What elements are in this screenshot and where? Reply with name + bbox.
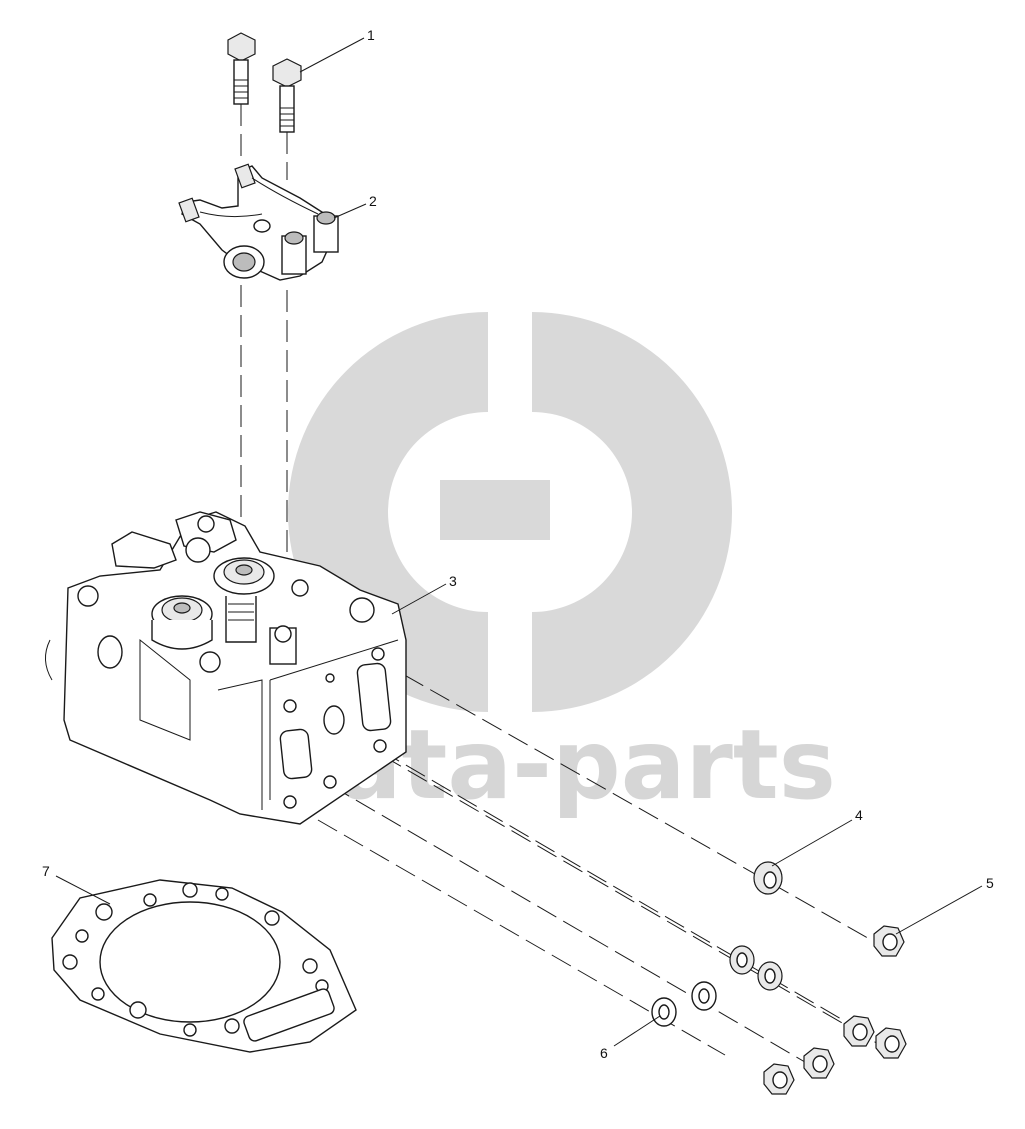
assembly-centerlines <box>240 104 881 1066</box>
bolt-left <box>227 32 256 105</box>
washer-b <box>757 961 783 991</box>
nut-upper <box>873 925 905 957</box>
part-1-bolts <box>227 32 302 133</box>
part-7-head-gasket <box>51 879 357 1053</box>
nut-mid-left <box>843 1015 875 1047</box>
callout-leaders <box>55 37 983 1047</box>
nut-lower-left <box>763 1063 795 1095</box>
part-4-washer <box>753 861 783 895</box>
callout-3: 3 <box>449 573 457 589</box>
callout-4: 4 <box>855 807 863 823</box>
callout-1: 1 <box>367 27 375 43</box>
bolt-right <box>272 58 302 133</box>
callout-5: 5 <box>986 875 994 891</box>
nut-lower-right <box>803 1047 835 1079</box>
callout-7: 7 <box>42 863 50 879</box>
washer-d <box>651 997 677 1027</box>
callout-2: 2 <box>369 193 377 209</box>
part-2-rocker-arms <box>178 163 339 281</box>
callout-labels: 1 2 3 4 5 6 7 <box>42 27 994 1061</box>
part-5-nuts <box>763 925 907 1095</box>
washer-c <box>691 981 717 1011</box>
callout-6: 6 <box>600 1045 608 1061</box>
washer-a <box>729 945 755 975</box>
part-3-cylinder-head <box>45 511 407 825</box>
nut-mid-right <box>875 1027 907 1059</box>
part-6-washers <box>651 945 783 1027</box>
